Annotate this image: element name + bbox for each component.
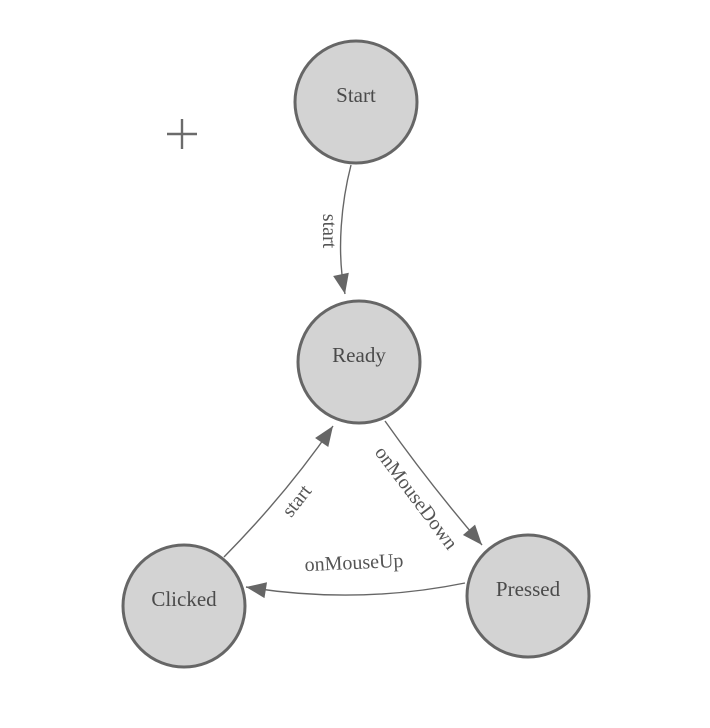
node-ready[interactable]: Ready (296, 299, 422, 425)
node-start[interactable]: Start (293, 39, 419, 165)
node-ready-label: Ready (332, 343, 386, 367)
edge-pressed-to-clicked-label: onMouseUp (304, 550, 404, 576)
node-ready-circle[interactable] (296, 299, 422, 425)
edge-ready-to-pressed-label: onMouseDown (370, 442, 462, 554)
edge-clicked-to-ready-label: start (278, 480, 317, 521)
node-pressed-circle[interactable] (465, 533, 591, 659)
edge-clicked-to-ready: start (223, 425, 334, 558)
node-start-label: Start (336, 83, 376, 107)
edge-clicked-to-ready-path[interactable] (223, 425, 334, 558)
edge-ready-to-pressed-path[interactable] (384, 420, 483, 546)
node-pressed-label: Pressed (496, 577, 561, 601)
edge-ready-to-pressed: onMouseDown (370, 420, 483, 554)
edge-start-to-ready-path[interactable] (333, 164, 352, 295)
edge-start-to-ready: start (318, 164, 352, 295)
node-clicked[interactable]: Clicked (121, 543, 247, 669)
edge-start-to-ready-label: start (318, 214, 340, 249)
crosshair-icon (167, 119, 197, 149)
edge-pressed-to-clicked: onMouseUp (245, 550, 466, 599)
node-clicked-circle[interactable] (121, 543, 247, 669)
node-start-circle[interactable] (293, 39, 419, 165)
node-clicked-label: Clicked (151, 587, 217, 611)
edge-pressed-to-clicked-path[interactable] (245, 582, 466, 599)
node-pressed[interactable]: Pressed (465, 533, 591, 659)
